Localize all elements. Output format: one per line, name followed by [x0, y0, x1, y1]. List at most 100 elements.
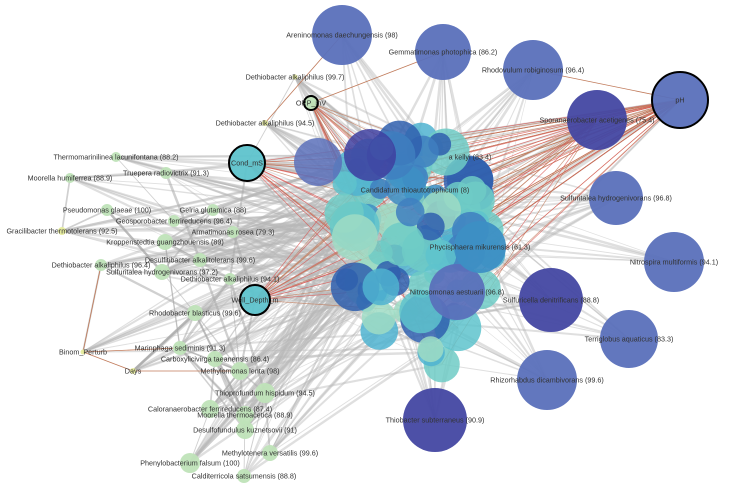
- cluster-node[interactable]: [331, 214, 378, 261]
- node-circle[interactable]: [237, 469, 251, 483]
- node-t10[interactable]: [403, 388, 467, 452]
- node-t21[interactable]: [58, 227, 66, 235]
- node-t40[interactable]: [237, 469, 251, 483]
- node-circle[interactable]: [644, 232, 704, 292]
- node-t34[interactable]: [255, 383, 275, 403]
- node-circle[interactable]: [503, 40, 563, 100]
- node-t9[interactable]: [517, 350, 577, 410]
- node-t29[interactable]: [224, 273, 236, 285]
- node-circle[interactable]: [589, 171, 643, 225]
- node-t2[interactable]: [415, 24, 471, 80]
- node-t35[interactable]: [201, 400, 219, 418]
- node-t11[interactable]: [429, 264, 485, 320]
- node-t22[interactable]: [207, 204, 219, 216]
- node-circle[interactable]: [255, 383, 275, 403]
- node-circle[interactable]: [95, 259, 107, 271]
- node-circle[interactable]: [111, 152, 121, 162]
- node-circle[interactable]: [157, 234, 173, 250]
- node-t7[interactable]: [519, 268, 583, 332]
- node-t33[interactable]: [231, 362, 249, 380]
- node-circle[interactable]: [429, 264, 485, 320]
- node-circle[interactable]: [65, 173, 75, 183]
- node-circle[interactable]: [403, 388, 467, 452]
- node-circle[interactable]: [180, 453, 200, 473]
- node-circle[interactable]: [415, 24, 471, 80]
- node-circle[interactable]: [517, 350, 577, 410]
- node-cond[interactable]: [228, 144, 266, 182]
- node-circle[interactable]: [292, 74, 298, 80]
- node-t30[interactable]: [187, 305, 203, 321]
- node-t27[interactable]: [95, 259, 107, 271]
- node-t23[interactable]: [168, 215, 180, 227]
- node-circle[interactable]: [228, 144, 266, 182]
- node-t38[interactable]: [262, 445, 278, 461]
- cluster-node[interactable]: [344, 129, 396, 181]
- node-t24[interactable]: [227, 226, 239, 238]
- node-t26[interactable]: [193, 253, 207, 267]
- node-t39[interactable]: [180, 453, 200, 473]
- node-t1[interactable]: [312, 5, 372, 65]
- node-circle[interactable]: [262, 445, 278, 461]
- node-circle[interactable]: [224, 273, 236, 285]
- node-circle[interactable]: [236, 421, 254, 439]
- cluster-node[interactable]: [361, 300, 396, 335]
- node-t37[interactable]: [236, 421, 254, 439]
- cluster-node[interactable]: [362, 268, 400, 306]
- node-t4[interactable]: [567, 90, 627, 150]
- node-circle[interactable]: [101, 204, 113, 216]
- node-t5[interactable]: [589, 171, 643, 225]
- node-circle[interactable]: [80, 349, 86, 355]
- node-circle[interactable]: [168, 215, 180, 227]
- node-orp[interactable]: [303, 95, 319, 111]
- node-t31[interactable]: [173, 341, 187, 355]
- cluster-node[interactable]: [369, 178, 391, 199]
- node-circle[interactable]: [154, 264, 170, 280]
- node-circle[interactable]: [454, 221, 506, 273]
- node-circle[interactable]: [519, 268, 583, 332]
- cluster-node[interactable]: [416, 212, 445, 241]
- node-circle[interactable]: [312, 5, 372, 65]
- node-circle[interactable]: [58, 227, 66, 235]
- node-circle[interactable]: [231, 362, 249, 380]
- node-t16[interactable]: [262, 120, 268, 126]
- node-circle[interactable]: [303, 95, 319, 111]
- node-circle[interactable]: [173, 341, 187, 355]
- node-circle[interactable]: [193, 253, 207, 267]
- node-circle[interactable]: [207, 351, 223, 367]
- node-circle[interactable]: [567, 90, 627, 150]
- node-t8[interactable]: [600, 310, 658, 368]
- node-circle[interactable]: [600, 310, 658, 368]
- node-t36[interactable]: [236, 406, 254, 424]
- node-t3[interactable]: [503, 40, 563, 100]
- node-circle[interactable]: [227, 226, 239, 238]
- node-t19[interactable]: [65, 173, 75, 183]
- node-well[interactable]: [239, 284, 271, 316]
- node-circle[interactable]: [236, 406, 254, 424]
- node-t12[interactable]: [454, 221, 506, 273]
- node-t17[interactable]: [111, 152, 121, 162]
- node-circle[interactable]: [130, 368, 136, 374]
- node-circle[interactable]: [651, 71, 709, 129]
- cluster-node[interactable]: [395, 197, 425, 227]
- node-circle[interactable]: [201, 400, 219, 418]
- node-pH[interactable]: [651, 71, 709, 129]
- cluster-node[interactable]: [417, 336, 444, 363]
- node-t18[interactable]: [160, 167, 172, 179]
- node-t15[interactable]: [292, 74, 298, 80]
- node-circle[interactable]: [187, 305, 203, 321]
- node-circle[interactable]: [207, 204, 219, 216]
- cluster-node[interactable]: [380, 222, 425, 267]
- node-t25[interactable]: [157, 234, 173, 250]
- cluster-node[interactable]: [294, 138, 342, 186]
- cluster-node[interactable]: [425, 240, 457, 271]
- cluster-node[interactable]: [457, 176, 487, 205]
- node-t32[interactable]: [207, 351, 223, 367]
- node-circle[interactable]: [160, 167, 172, 179]
- cluster-node[interactable]: [332, 171, 357, 196]
- node-t28[interactable]: [154, 264, 170, 280]
- node-circle[interactable]: [239, 284, 271, 316]
- node-binom[interactable]: [80, 349, 86, 355]
- node-t6[interactable]: [644, 232, 704, 292]
- node-days[interactable]: [130, 368, 136, 374]
- node-t20[interactable]: [101, 204, 113, 216]
